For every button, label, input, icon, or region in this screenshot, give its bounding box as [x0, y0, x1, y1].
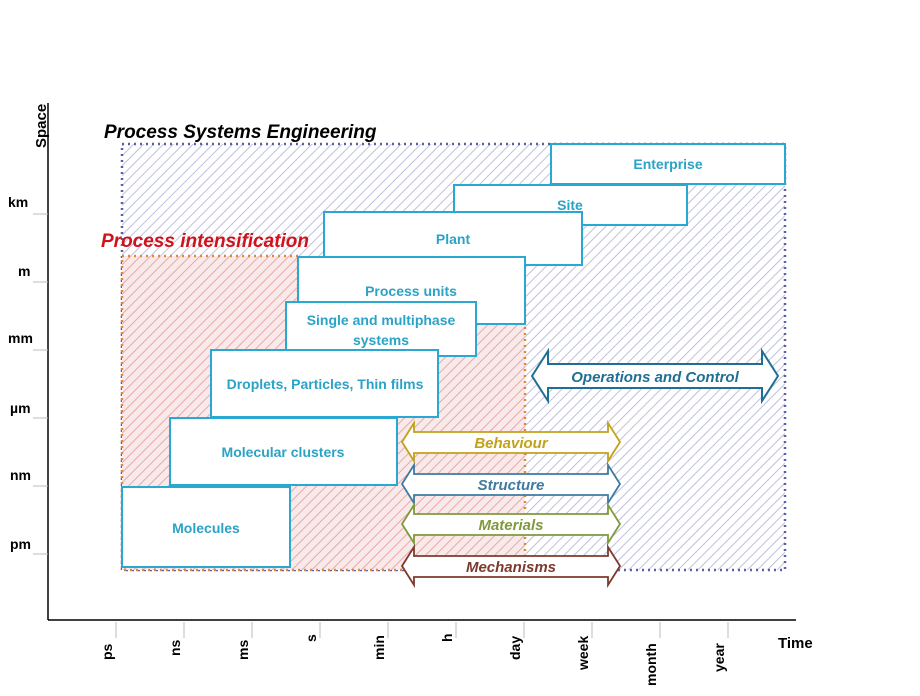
- structure-label: Structure: [478, 477, 545, 494]
- operations-arrow: Operations and Control: [530, 347, 780, 405]
- box-label-molecular-clusters: Molecular clusters: [222, 444, 345, 460]
- x-ticks: ps ns ms s min h day week month year: [99, 622, 729, 686]
- scale-box-multiphase: Single and multiphase systems: [285, 301, 477, 357]
- x-tick-label: ms: [235, 640, 251, 660]
- x-tick-label: month: [643, 643, 659, 686]
- y-axis-label: Space: [33, 104, 50, 148]
- operations-label: Operations and Control: [571, 369, 739, 386]
- materials-label: Materials: [478, 517, 543, 534]
- pi-title: Process intensification: [101, 231, 309, 252]
- materials-arrow: Materials: [400, 501, 622, 547]
- box-label-multiphase-line1: Single and multiphase: [307, 312, 456, 328]
- scale-box-droplets: Droplets, Particles, Thin films: [210, 349, 439, 418]
- x-tick-label: s: [303, 634, 319, 642]
- y-tick-label: km: [8, 194, 28, 210]
- x-tick-label: ns: [167, 639, 183, 656]
- behaviour-label: Behaviour: [474, 435, 549, 452]
- box-label-multiphase-line2: systems: [353, 332, 409, 348]
- box-label-enterprise: Enterprise: [633, 156, 702, 172]
- box-label-plant: Plant: [436, 231, 471, 247]
- structure-arrow: Structure: [400, 461, 622, 507]
- mechanisms-label: Mechanisms: [466, 559, 556, 576]
- scale-box-enterprise: Enterprise: [550, 143, 786, 185]
- box-label-molecules: Molecules: [172, 520, 240, 536]
- x-tick-label: year: [711, 643, 727, 672]
- mechanisms-arrow: Mechanisms: [400, 543, 622, 589]
- box-label-process-units: Process units: [365, 283, 457, 299]
- x-tick-label: ps: [99, 643, 115, 660]
- y-tick-label: nm: [10, 467, 31, 483]
- y-ticks: km m mm µm nm pm: [8, 194, 48, 555]
- x-tick-label: min: [371, 635, 387, 660]
- x-tick-label: h: [439, 633, 455, 642]
- behaviour-arrow: Behaviour: [400, 419, 622, 465]
- x-tick-label: week: [575, 636, 591, 671]
- y-tick-label: pm: [10, 536, 31, 552]
- y-tick-label: m: [18, 263, 30, 279]
- box-label-site: Site: [557, 197, 583, 213]
- y-tick-label: µm: [10, 400, 31, 416]
- x-tick-label: day: [507, 636, 523, 660]
- scale-box-molecules: Molecules: [121, 486, 291, 568]
- scale-box-molecular-clusters: Molecular clusters: [169, 417, 398, 486]
- y-tick-label: mm: [8, 330, 33, 346]
- x-axis-label: Time: [778, 635, 813, 652]
- box-label-droplets: Droplets, Particles, Thin films: [227, 376, 424, 392]
- pse-title: Process Systems Engineering: [104, 122, 377, 143]
